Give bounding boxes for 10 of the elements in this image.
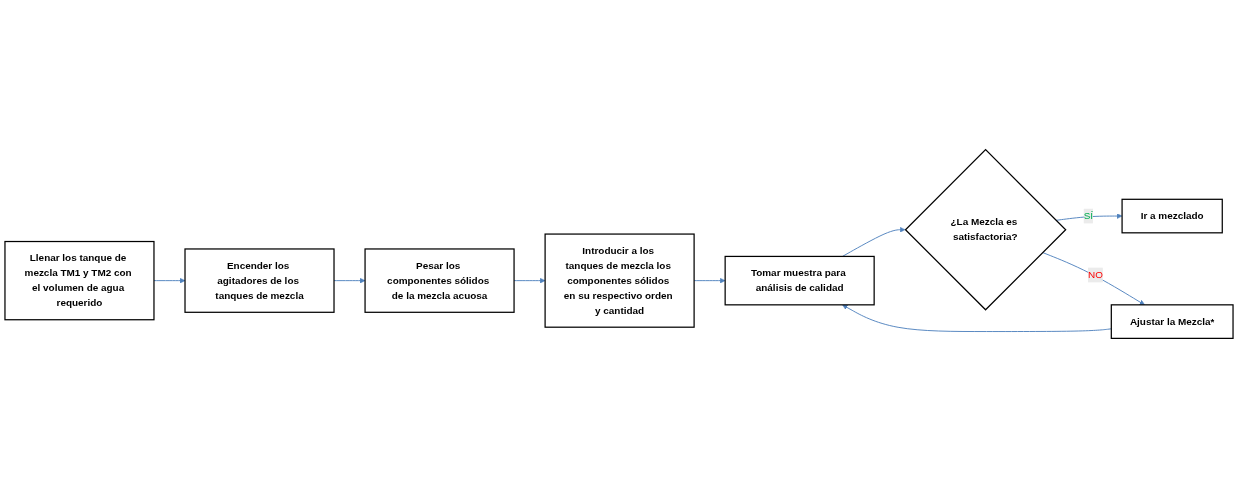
node-box: Ir a mezclado (1121, 198, 1223, 234)
node-box: Tomar muestra para análisis de calidad (724, 255, 875, 306)
node-box: Introducir a los tanques de mezcla los componentes sólidos en su respectivo orden y cantidad (544, 233, 695, 328)
node-box: Llenar los tanque de mezcla TM1 y TM2 con el volumen de agua requerido (4, 240, 155, 321)
node-box: Encender los agitadores de los tanques de mezcla (184, 248, 335, 313)
edge-label: SÍ (1083, 210, 1094, 222)
edge-label: NO (1087, 269, 1103, 280)
node-box: Pesar los componentes sólidos de la mezcla acuosa (364, 248, 515, 313)
node-box: Ajustar la Mezcla* (1110, 304, 1234, 339)
node-diamond: ¿La Mezcla es satisfactoria? (904, 148, 1067, 311)
